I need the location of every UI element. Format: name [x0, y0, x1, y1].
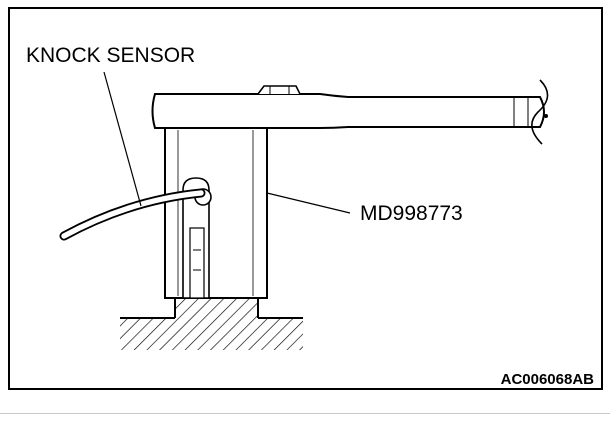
bottom-rule — [0, 413, 610, 414]
label-tool-number: MD998773 — [360, 202, 463, 225]
sensor-leader-line — [103, 71, 142, 207]
ground-base — [120, 297, 303, 350]
figure-canvas: KNOCK SENSOR MD998773 AC006068AB — [8, 7, 603, 390]
figure-border — [8, 7, 603, 390]
tool-leader-line — [266, 192, 351, 214]
socket-tool — [164, 126, 268, 299]
sensor-wire — [59, 188, 206, 241]
figure-code: AC006068AB — [501, 371, 595, 388]
label-knock-sensor: KNOCK SENSOR — [26, 44, 195, 67]
knock-sensor-figure: KNOCK SENSOR MD998773 AC006068AB — [8, 7, 603, 390]
ratchet-handle — [151, 79, 549, 145]
